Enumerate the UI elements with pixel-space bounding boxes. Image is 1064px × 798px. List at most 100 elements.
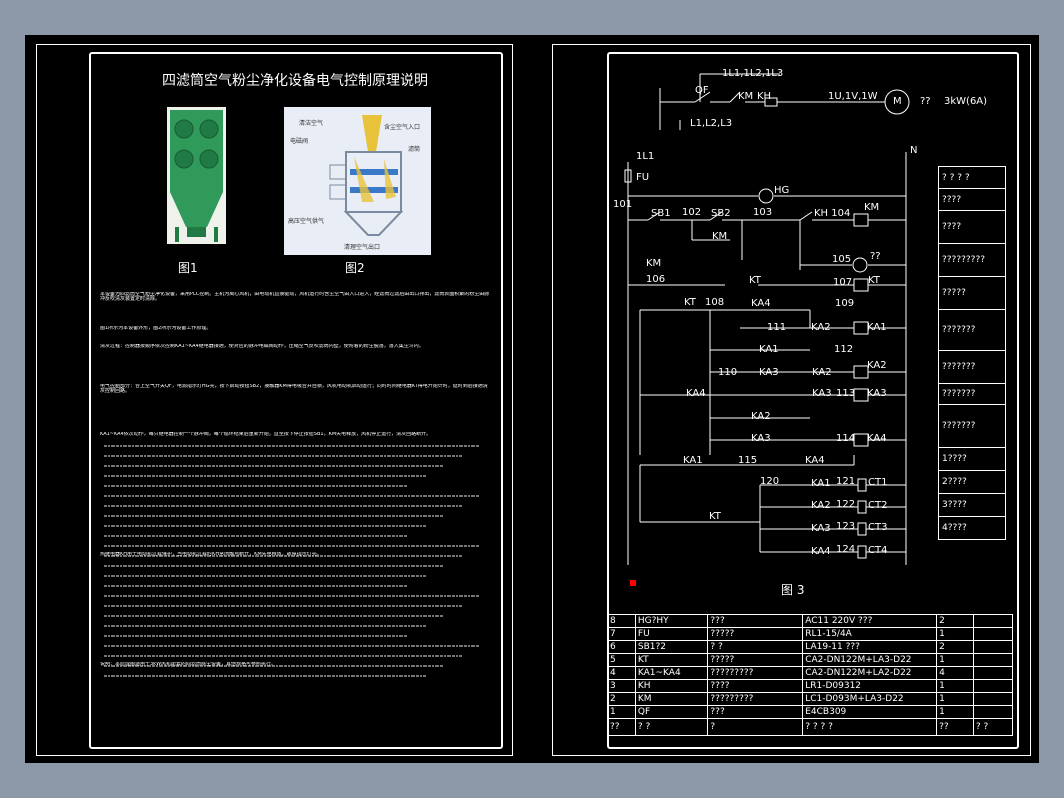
label-kh-104: KH 104 <box>814 208 851 219</box>
bom-cell-name: ????? <box>707 627 804 641</box>
bom-cell-qty: 1 <box>936 705 974 719</box>
bom-cell-qty: 2 <box>936 614 974 628</box>
bom-cell-qty: 2 <box>936 640 974 654</box>
bom-cell-note <box>972 666 1014 680</box>
side-label: ? ? ? ? <box>938 166 1006 189</box>
label-ka1-contact: KA1 <box>759 344 779 355</box>
paragraph-2: 图1所示为本设备外形，图2所示为设备工作原理。 <box>100 326 212 331</box>
label-kt-108: KT <box>684 297 696 308</box>
bom-header-qty: ?? <box>936 718 974 736</box>
side-label-table: ? ? ? ? ???? ???? ????????? ????? ??????… <box>938 166 1006 540</box>
bom-cell-code: KA1~KA4 <box>634 666 709 680</box>
side-label: ???? <box>938 210 1006 244</box>
side-label: ??????? <box>938 350 1006 384</box>
label-lamp-note: ?? <box>870 251 881 262</box>
label-ka2-coil: KA2 <box>867 360 887 371</box>
label-kt-contact: KT <box>749 275 761 286</box>
bom-cell-qty: 1 <box>936 692 974 706</box>
bom-cell-name: ???? <box>707 679 804 693</box>
label-ka4-top: KA4 <box>751 298 771 309</box>
bom-header-model: ? ? ? ? <box>802 718 938 736</box>
paragraph-1: 本设备为四滤筒空气粉尘净化设备，采用PLC控制。主机为离心风机，由电动机直接驱动… <box>100 292 490 302</box>
bom-cell-note <box>972 692 1014 706</box>
left-sheet-frame <box>36 44 513 756</box>
label-ka1-ct: KA1 <box>811 478 831 489</box>
fig2-pulse-valve-label: 电磁阀 <box>290 137 308 145</box>
label-ka4-115: KA4 <box>805 455 825 466</box>
label-ka2-a: KA2 <box>811 322 831 333</box>
filter-3 <box>174 149 194 169</box>
bom-cell-no: 8 <box>607 614 636 628</box>
node-113: 113 <box>836 388 856 399</box>
red-marker <box>630 580 636 586</box>
label-sb2: SB2 <box>711 208 731 219</box>
bom-cell-no: 7 <box>607 627 636 641</box>
label-ka4-coil: KA4 <box>867 433 887 444</box>
bom-cell-code: QF <box>634 705 709 719</box>
bom-cell-code: KH <box>634 679 709 693</box>
paragraph-3: 清灰过程：控制器按顺序依次控制KA1~KA4继电器接通，使对应的脉冲电磁阀动作，… <box>100 344 424 349</box>
figure-1-caption: 图1 <box>178 261 198 275</box>
bom-header-row: ??? ??? ? ? ???? ? <box>607 718 1014 736</box>
label-ka1-coil: KA1 <box>867 322 887 333</box>
label-1l1: 1L1 <box>636 151 655 162</box>
side-label: 2???? <box>938 470 1006 494</box>
bom-cell-model: LR1-D09312 <box>802 679 938 693</box>
label-kt-coil: KT <box>868 275 880 286</box>
node-120: 120 <box>760 476 780 487</box>
node-103: 103 <box>753 207 773 218</box>
bom-cell-qty: 1 <box>936 679 974 693</box>
bom-cell-no: 2 <box>607 692 636 706</box>
paragraph-5: KA1~KA4依次动作，每只继电器控制一个脉冲阀，每个循环结束后重新开始，直至按… <box>100 432 432 437</box>
label-ka3-b: KA3 <box>812 388 832 399</box>
diagram-caption: 图 3 <box>781 583 805 597</box>
bom-cell-code: KM <box>634 692 709 706</box>
label-km-aux: KM <box>712 231 728 242</box>
label-fu: FU <box>636 172 650 183</box>
node-111: 111 <box>767 322 787 333</box>
side-label: 1???? <box>938 447 1006 471</box>
label-motor-power: 1L1,1L2,1L3 <box>722 68 784 79</box>
label-motor-rating: 3kW(6A) <box>944 96 988 107</box>
label-ka4-left: KA4 <box>686 388 706 399</box>
fig2-filter-label: 滤筒 <box>408 145 420 153</box>
figure-2-principle: 清洁空气 含尘空气入口 滤筒 电磁阀 高压空气供气 清理空气出口 <box>284 107 431 255</box>
bom-cell-qty: 4 <box>936 666 974 680</box>
bom-header-name: ? <box>707 718 804 736</box>
node-101: 101 <box>613 199 633 210</box>
node-122: 122 <box>836 499 856 510</box>
label-supply: L1,L2,L3 <box>690 118 733 129</box>
bom-cell-model: CA2-DN122M+LA3-D22 <box>802 653 938 667</box>
bom-cell-code: FU <box>634 627 709 641</box>
bom-cell-model: AC11 220V ??? <box>802 614 938 628</box>
label-motor-note: ?? <box>920 96 931 107</box>
side-label: ????? <box>938 276 1006 310</box>
label-ka3-a: KA3 <box>759 367 779 378</box>
bom-cell-note <box>972 705 1014 719</box>
filter-1 <box>174 119 194 139</box>
bom-cell-no: 3 <box>607 679 636 693</box>
label-kt-ct: KT <box>709 511 721 522</box>
label-km-coil: KM <box>864 202 880 213</box>
node-106: 106 <box>646 274 666 285</box>
filter-2 <box>199 119 219 139</box>
node-123: 123 <box>836 521 856 532</box>
bom-cell-name: ??? <box>707 705 804 719</box>
label-ka2-b: KA2 <box>812 367 832 378</box>
paragraph-4: 电气控制部分：合上空气开关QF，电源指示灯HG亮，按下启动按钮SB2，接触器KM… <box>100 384 488 394</box>
node-112: 112 <box>834 344 854 355</box>
side-label: 4???? <box>938 516 1006 540</box>
bom-cell-qty: 1 <box>936 627 974 641</box>
bom-cell-model: LC1-D093M+LA3-D22 <box>802 692 938 706</box>
description-text-block: 本设备为四滤筒空气粉尘净化设备，采用PLC控制。主机为离心风机，由电动机直接驱动… <box>100 292 490 692</box>
label-ka3-ct: KA3 <box>811 523 831 534</box>
bom-cell-no: 5 <box>607 653 636 667</box>
bom-cell-note <box>972 640 1014 654</box>
bom-cell-no: 4 <box>607 666 636 680</box>
node-109: 109 <box>835 298 855 309</box>
side-label: ???? <box>938 188 1006 211</box>
bom-cell-qty: 1 <box>936 653 974 667</box>
bom-cell-note <box>972 653 1014 667</box>
